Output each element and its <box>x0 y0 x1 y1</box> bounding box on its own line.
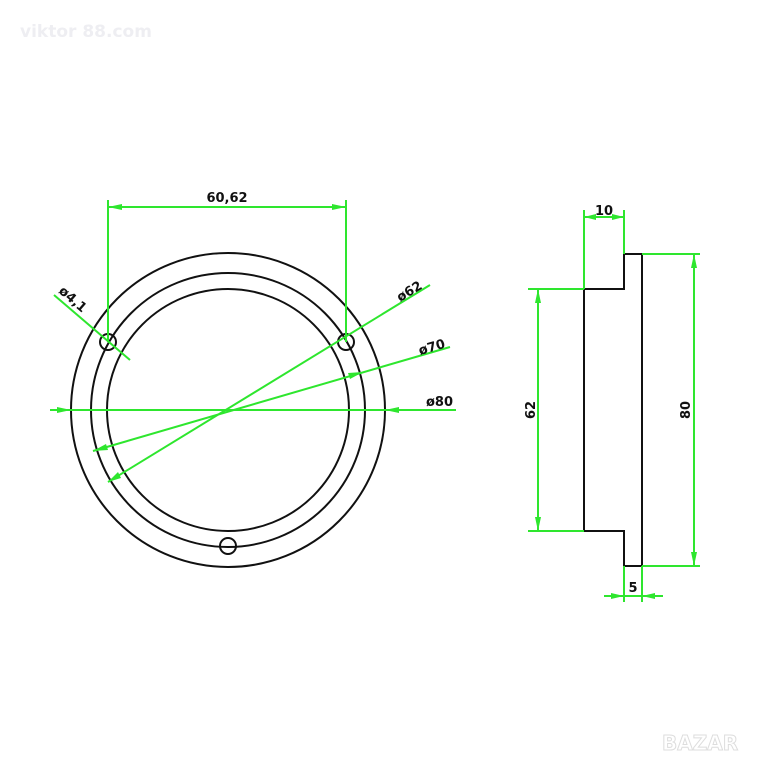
inner-diameter-line <box>107 284 431 483</box>
mid-diameter-line <box>92 346 451 452</box>
step-width-label: 10 <box>595 204 613 219</box>
side-view: 10 62 80 5 <box>524 204 700 602</box>
hole-spacing-label: 60,62 <box>206 191 247 206</box>
outer-height-label: 80 <box>679 401 694 419</box>
bazar-logo: BAZAR <box>662 731 738 755</box>
flange-thickness-label: 5 <box>628 581 637 596</box>
side-profile <box>583 253 643 567</box>
mounting-hole <box>219 537 237 555</box>
watermark: viktor 88.com <box>20 22 152 42</box>
front-view: 60,62 ø4,1 ø62 ø70 ø80 <box>50 191 456 568</box>
mid-diameter-label: ø70 <box>417 337 447 359</box>
hole-diameter-leader <box>53 294 131 361</box>
inner-height-label: 62 <box>524 401 539 419</box>
inner-diameter-label: ø62 <box>394 279 425 306</box>
outer-diameter-label: ø80 <box>426 395 453 410</box>
